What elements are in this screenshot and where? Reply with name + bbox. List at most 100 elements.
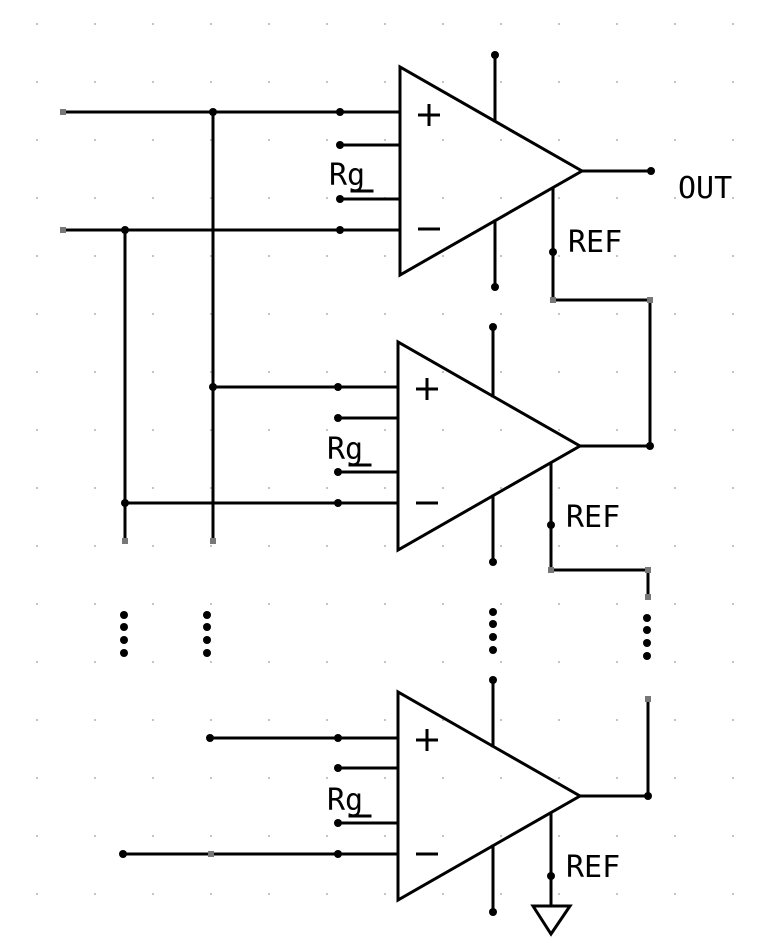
grid-dot <box>36 893 38 895</box>
pin-dot <box>334 734 342 742</box>
output-dot <box>647 167 655 175</box>
grid-dot <box>442 893 444 895</box>
amplifier-triangle <box>396 689 584 903</box>
grid-dot <box>442 719 444 721</box>
grid-dot <box>500 777 502 779</box>
grid-dot <box>616 429 618 431</box>
grid-dot <box>500 835 502 837</box>
grid-dot <box>36 23 38 25</box>
grid-dot <box>732 661 734 663</box>
ref-chain-1 <box>550 297 653 448</box>
grid-dot <box>500 429 502 431</box>
minus-bus-end <box>122 538 128 544</box>
grid-dot <box>674 313 676 315</box>
pin-dot <box>491 51 499 59</box>
grid-dot <box>152 23 154 25</box>
grid-dot <box>616 81 618 83</box>
grid-dot <box>616 835 618 837</box>
schematic-grid <box>36 23 734 895</box>
grid-dot <box>326 313 328 315</box>
grid-dot <box>94 603 96 605</box>
grid-dot <box>152 371 154 373</box>
grid-dot <box>326 603 328 605</box>
grid-dot <box>268 777 270 779</box>
grid-dot <box>500 313 502 315</box>
pin-dot <box>334 468 342 476</box>
grid-dot <box>384 255 386 257</box>
grid-dot <box>674 255 676 257</box>
grid-dot <box>152 603 154 605</box>
grid-dot <box>384 777 386 779</box>
grid-dot <box>326 371 328 373</box>
grid-dot <box>442 835 444 837</box>
grid-dot <box>732 777 734 779</box>
instrumentation-amplifier-3: Rg REF <box>119 676 652 937</box>
grid-dot <box>94 719 96 721</box>
pin-dot <box>334 414 342 422</box>
grid-dot <box>152 487 154 489</box>
grid-dot <box>442 139 444 141</box>
grid-dot <box>674 23 676 25</box>
grid-dot <box>674 603 676 605</box>
grid-dot <box>268 603 270 605</box>
ref-label: REF <box>566 500 620 535</box>
plus-bus-end <box>210 538 216 544</box>
grid-dot <box>94 139 96 141</box>
grid-dot <box>152 255 154 257</box>
grid-dot <box>558 545 560 547</box>
grid-dot <box>210 255 212 257</box>
pin-dot <box>334 383 342 391</box>
rg-label: Rg <box>327 432 363 467</box>
grid-dot <box>500 23 502 25</box>
grid-dot <box>94 255 96 257</box>
grid-dot <box>152 81 154 83</box>
grid-dot <box>268 23 270 25</box>
grid-dot <box>210 371 212 373</box>
grid-dot <box>616 545 618 547</box>
grid-dot <box>674 545 676 547</box>
grid-dot <box>36 313 38 315</box>
grid-dot <box>268 371 270 373</box>
grid-dot <box>210 487 212 489</box>
grid-dot <box>674 139 676 141</box>
grid-dot <box>732 835 734 837</box>
grid-dot <box>500 81 502 83</box>
grid-dot <box>732 429 734 431</box>
grid-dot <box>500 255 502 257</box>
grid-dot <box>732 719 734 721</box>
pin-dot <box>489 676 497 684</box>
grid-dot <box>36 139 38 141</box>
grid-dot <box>442 661 444 663</box>
grid-dot <box>384 139 386 141</box>
grid-dot <box>384 719 386 721</box>
grid-dot <box>268 197 270 199</box>
grid-dot <box>94 197 96 199</box>
grid-dot <box>36 487 38 489</box>
grid-dot <box>384 487 386 489</box>
grid-dot <box>674 429 676 431</box>
grid-dot <box>732 23 734 25</box>
grid-dot <box>674 487 676 489</box>
grid-dot <box>210 545 212 547</box>
grid-dot <box>500 197 502 199</box>
grid-dot <box>326 23 328 25</box>
grid-dot <box>268 81 270 83</box>
grid-dot <box>384 603 386 605</box>
grid-dot <box>674 893 676 895</box>
grid-dot <box>94 545 96 547</box>
pin-dot <box>547 872 555 880</box>
grid-dot <box>152 777 154 779</box>
grid-dot <box>616 661 618 663</box>
grid-dot <box>732 371 734 373</box>
grid-dot <box>616 23 618 25</box>
grid-dot <box>500 893 502 895</box>
grid-dot <box>500 661 502 663</box>
grid-dot <box>210 661 212 663</box>
grid-dot <box>36 545 38 547</box>
grid-dot <box>558 487 560 489</box>
pin-dot <box>334 850 342 858</box>
grid-dot <box>558 197 560 199</box>
grid-dot <box>500 719 502 721</box>
grid-dot <box>326 255 328 257</box>
noninverting-input-symbol <box>418 104 440 126</box>
